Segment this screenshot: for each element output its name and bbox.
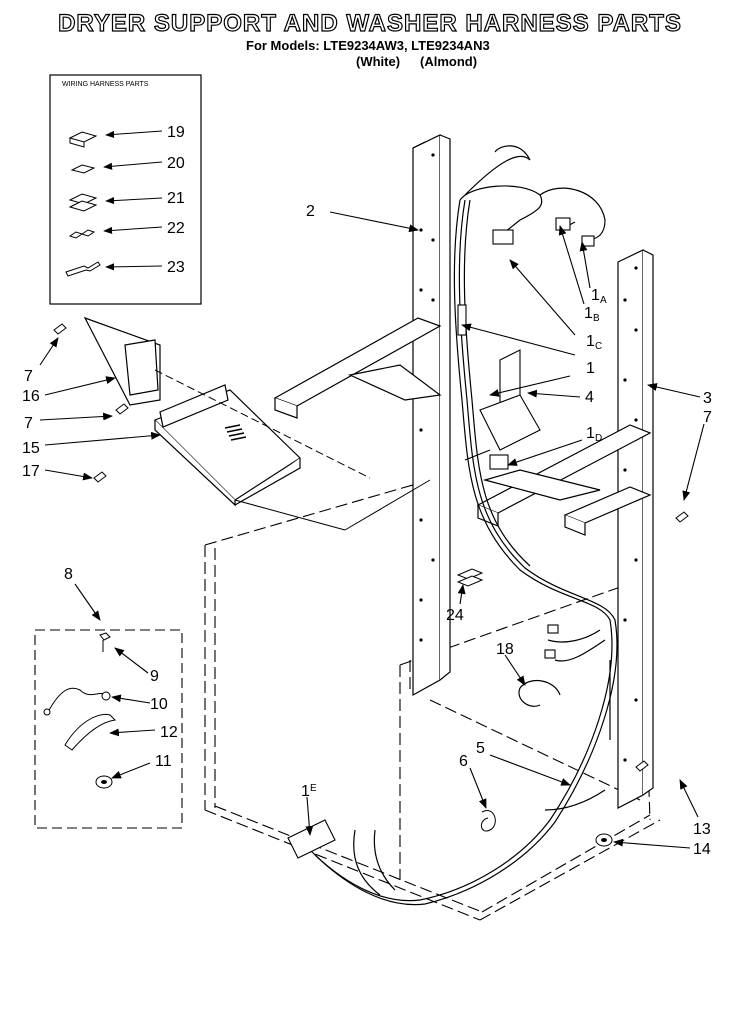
callout-15: 15 bbox=[22, 440, 40, 457]
callout-1b-sub: B bbox=[593, 313, 600, 324]
models-line: For Models: LTE9234AW3, LTE9234AN3 bbox=[246, 38, 490, 53]
right-support-post bbox=[617, 249, 654, 809]
tray-edge-line-2 bbox=[344, 479, 431, 531]
wiring-harness bbox=[309, 145, 618, 906]
callout-1c: 1 bbox=[586, 333, 595, 350]
callout-1a: 1 bbox=[591, 287, 600, 304]
left-support-post bbox=[412, 134, 451, 697]
callout-16: 16 bbox=[22, 388, 40, 405]
ground-kit-inset bbox=[34, 629, 183, 829]
callout-7-right: 7 bbox=[703, 409, 712, 426]
dryer-support-tray bbox=[83, 316, 301, 507]
callout-11: 11 bbox=[155, 753, 172, 770]
callout-18: 18 bbox=[496, 641, 514, 658]
callout-22: 22 bbox=[167, 220, 185, 237]
part-21-icon bbox=[68, 193, 98, 212]
inset-title: WIRING HARNESS PARTS bbox=[62, 81, 149, 88]
tray-edge-line bbox=[234, 499, 346, 531]
part-19-icon bbox=[68, 131, 98, 148]
wiring-harness-inset: WIRING HARNESS PARTS 19 20 21 22 23 bbox=[49, 74, 202, 305]
callout-1a-sub: A bbox=[600, 295, 607, 306]
harness-connectors bbox=[287, 217, 595, 859]
screw-9-icon bbox=[99, 632, 111, 652]
callout-1d-sub: D bbox=[595, 433, 602, 444]
part-6-icon bbox=[481, 810, 496, 832]
color-white-label: (White) bbox=[356, 54, 401, 69]
callout-14: 14 bbox=[693, 841, 711, 858]
callout-1b: 1 bbox=[584, 305, 593, 322]
ground-wire-10-icon bbox=[47, 687, 106, 713]
left-post-holes bbox=[419, 153, 435, 642]
clip-12-icon bbox=[64, 713, 117, 751]
harness-bracket bbox=[479, 349, 541, 451]
cross-braces bbox=[273, 317, 652, 536]
part-24-icon bbox=[456, 568, 484, 587]
callout-1c-sub: C bbox=[595, 341, 602, 352]
callout-1e-sub: E bbox=[310, 783, 317, 794]
callout-1d: 1 bbox=[586, 425, 595, 442]
page-title: DRYER SUPPORT AND WASHER HARNESS PARTS bbox=[57, 9, 682, 37]
callout-10: 10 bbox=[150, 696, 168, 713]
callout-1: 1 bbox=[586, 360, 595, 377]
callout-23: 23 bbox=[167, 259, 185, 276]
callout-1e: 1 bbox=[301, 783, 310, 800]
callout-8: 8 bbox=[64, 566, 73, 583]
right-post-holes bbox=[623, 266, 638, 762]
callout-19: 19 bbox=[167, 124, 185, 141]
callout-6: 6 bbox=[459, 753, 468, 770]
tray-vent-slots bbox=[224, 424, 247, 441]
color-almond-label: (Almond) bbox=[420, 54, 478, 69]
callout-17: 17 bbox=[22, 463, 40, 480]
callout-20: 20 bbox=[167, 155, 185, 172]
callout-7-b: 7 bbox=[24, 415, 33, 432]
callout-5: 5 bbox=[476, 740, 485, 757]
leader-arrows bbox=[39, 211, 705, 849]
part-22-icon bbox=[68, 229, 96, 239]
callout-12: 12 bbox=[160, 724, 178, 741]
callout-2: 2 bbox=[306, 203, 315, 220]
callout-21: 21 bbox=[167, 190, 185, 207]
part-23-icon bbox=[65, 261, 101, 277]
part-20-icon bbox=[70, 164, 96, 174]
screw-icons bbox=[53, 323, 689, 772]
callout-9: 9 bbox=[150, 668, 159, 685]
callout-3: 3 bbox=[703, 390, 712, 407]
callout-24: 24 bbox=[446, 607, 464, 624]
callout-7-a: 7 bbox=[24, 368, 33, 385]
callout-4: 4 bbox=[585, 389, 594, 406]
callout-13: 13 bbox=[693, 821, 711, 838]
tray-mount-line bbox=[154, 369, 371, 479]
